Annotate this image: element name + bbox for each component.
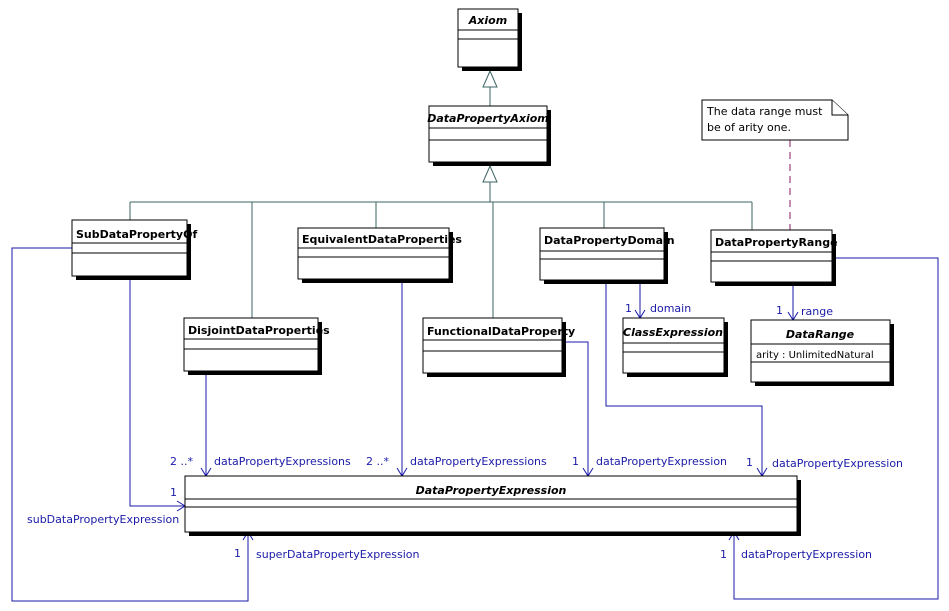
generalization-arrow-dpa bbox=[482, 164, 498, 183]
class-functional-data-property-name: FunctionalDataProperty bbox=[427, 325, 575, 338]
class-axiom[interactable]: Axiom bbox=[457, 8, 522, 71]
range-expression-role: dataPropertyExpression bbox=[741, 548, 872, 561]
note-line-1: The data range must bbox=[706, 105, 823, 118]
class-sub-data-property-of-name: SubDataPropertyOf bbox=[76, 228, 197, 241]
class-data-property-axiom[interactable]: DataPropertyAxiom bbox=[427, 105, 551, 166]
class-equivalent-data-properties[interactable]: EquivalentDataProperties bbox=[297, 227, 462, 283]
domain-expression-role: dataPropertyExpression bbox=[772, 457, 903, 470]
class-class-expression-name: ClassExpression bbox=[623, 326, 723, 339]
association-edges bbox=[11, 247, 939, 602]
equivalent-multiplicity: 2 ..* bbox=[366, 455, 389, 468]
class-axiom-name: Axiom bbox=[468, 14, 507, 27]
class-data-range-attribute: arity : UnlimitedNatural bbox=[756, 350, 874, 361]
class-functional-data-property[interactable]: FunctionalDataProperty bbox=[422, 317, 575, 377]
note-fold bbox=[831, 100, 848, 116]
class-data-range-name: DataRange bbox=[786, 328, 855, 341]
note-line-2: be of arity one. bbox=[707, 121, 791, 134]
functional-multiplicity: 1 bbox=[572, 455, 579, 468]
class-data-property-axiom-name: DataPropertyAxiom bbox=[427, 112, 549, 125]
class-data-property-range[interactable]: DataPropertyRange bbox=[710, 229, 838, 286]
class-sub-data-property-of[interactable]: SubDataPropertyOf bbox=[71, 219, 197, 280]
class-data-property-domain[interactable]: DataPropertyDomain bbox=[539, 227, 675, 284]
note-body bbox=[701, 99, 849, 141]
assoc-functional-line bbox=[564, 341, 589, 476]
generalization-edges bbox=[129, 69, 753, 318]
domain-role: domain bbox=[650, 302, 691, 315]
class-data-property-expression[interactable]: DataPropertyExpression bbox=[184, 475, 801, 536]
equivalent-role: dataPropertyExpressions bbox=[410, 455, 547, 468]
range-role: range bbox=[801, 305, 833, 318]
disjoint-multiplicity: 2 ..* bbox=[170, 455, 193, 468]
class-data-property-domain-name: DataPropertyDomain bbox=[544, 234, 675, 247]
generalization-arrow-axiom bbox=[482, 69, 498, 88]
domain-multiplicity: 1 bbox=[625, 302, 632, 315]
assoc-super-expression-line bbox=[11, 247, 249, 602]
range-multiplicity: 1 bbox=[776, 304, 783, 317]
class-class-expression[interactable]: ClassExpression bbox=[622, 317, 728, 377]
super-expression-multiplicity: 1 bbox=[234, 547, 241, 560]
association-labels: 1 domain 1 range 2 ..* dataPropertyExpre… bbox=[27, 302, 903, 561]
assoc-domain-expression-line bbox=[605, 284, 763, 476]
super-expression-role: superDataPropertyExpression bbox=[256, 548, 420, 561]
class-data-range[interactable]: DataRange arity : UnlimitedNatural bbox=[750, 319, 894, 386]
class-disjoint-data-properties[interactable]: DisjointDataProperties bbox=[183, 317, 330, 375]
class-equivalent-data-properties-name: EquivalentDataProperties bbox=[302, 233, 462, 246]
assoc-sub-expression-line bbox=[129, 280, 185, 507]
domain-expression-multiplicity: 1 bbox=[746, 456, 753, 469]
constraint-note: The data range must be of arity one. bbox=[701, 99, 849, 141]
class-disjoint-data-properties-name: DisjointDataProperties bbox=[188, 324, 330, 337]
class-data-property-expression-name: DataPropertyExpression bbox=[416, 484, 567, 497]
range-expression-multiplicity: 1 bbox=[720, 548, 727, 561]
class-data-property-range-name: DataPropertyRange bbox=[715, 236, 838, 249]
sub-expression-multiplicity: 1 bbox=[170, 486, 177, 499]
sub-expression-role: subDataPropertyExpression bbox=[27, 513, 179, 526]
assoc-range-expression-line bbox=[733, 257, 939, 600]
functional-role: dataPropertyExpression bbox=[596, 455, 727, 468]
disjoint-role: dataPropertyExpressions bbox=[214, 455, 351, 468]
